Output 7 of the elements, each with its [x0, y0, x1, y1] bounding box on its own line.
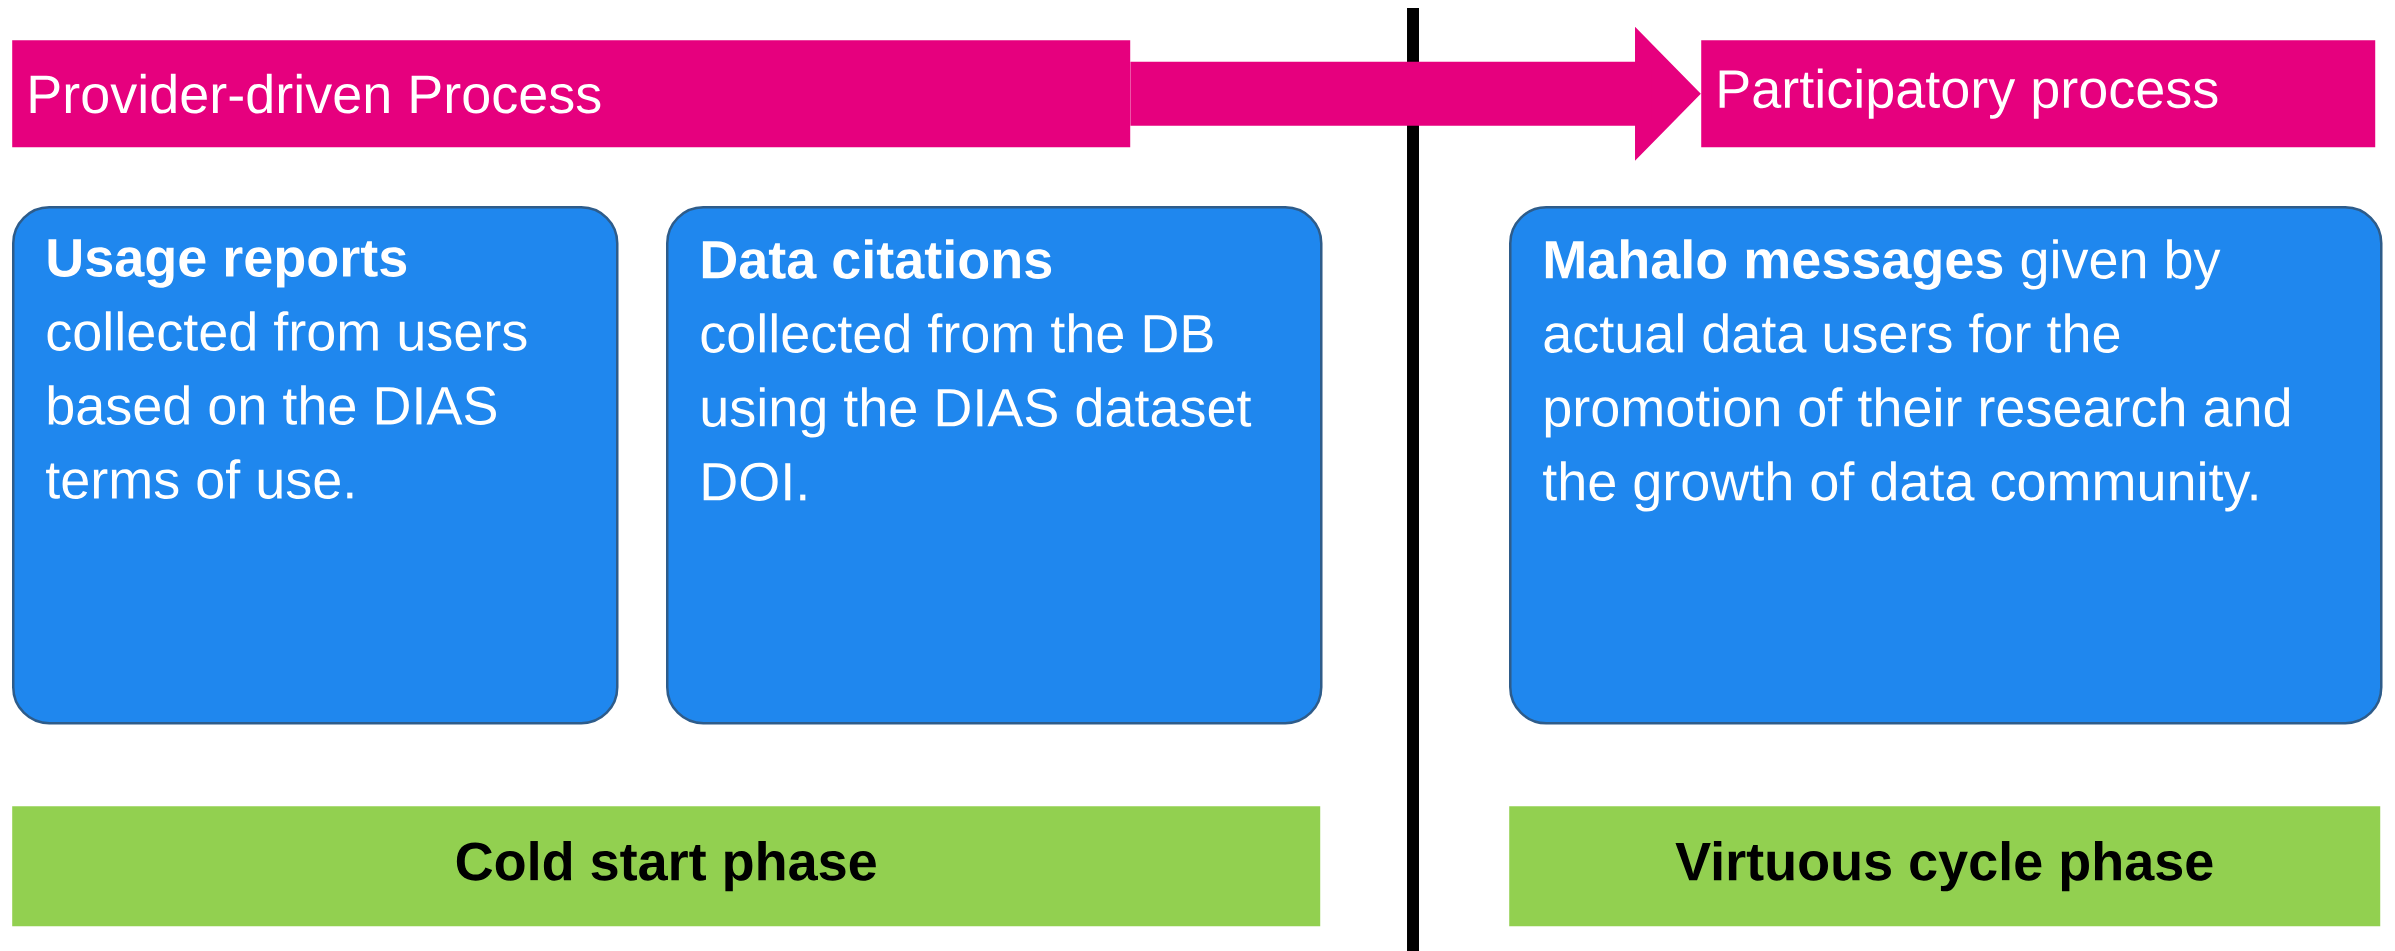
band-label: Provider-driven Process	[12, 40, 1131, 148]
band-label: Participatory process	[1701, 40, 2376, 148]
text-box: Data citations collected from the DB using the DIAS dataset DOI.	[666, 206, 1323, 725]
phase-bar: Virtuous cycle phase	[1509, 806, 2381, 927]
text-box: Usage reports collected from users based on the DIAS terms of use.	[12, 206, 619, 725]
text-box: Mahalo messages given by actual data users for the promotion of their research and the growth of data community.	[1509, 206, 2383, 725]
phase-bar: Cold start phase	[12, 806, 1321, 927]
